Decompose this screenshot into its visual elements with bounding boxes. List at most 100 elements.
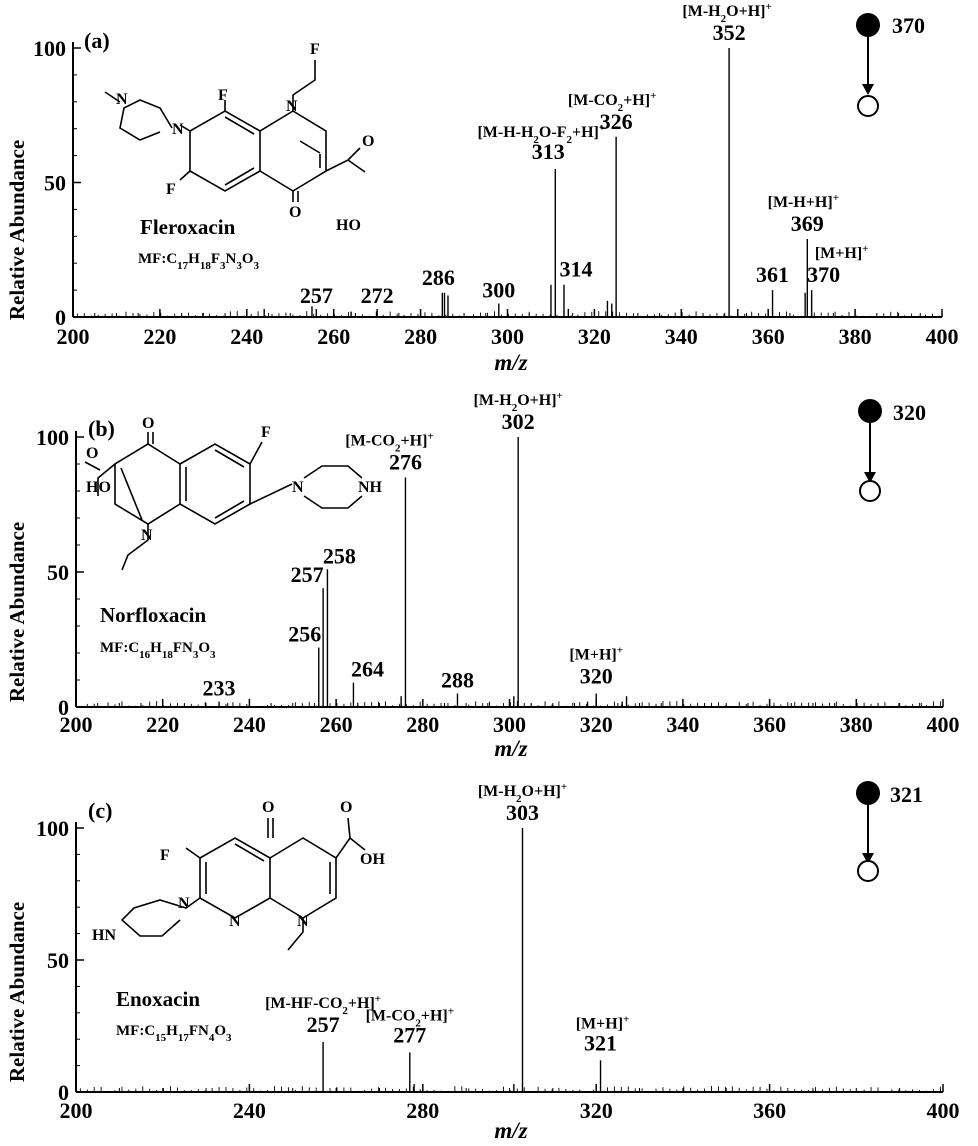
- product-open-circle-icon: [857, 95, 879, 117]
- x-tick-label: 300: [491, 324, 524, 349]
- y-axis-label: Relative Abundance: [5, 902, 29, 1082]
- compound-name: Fleroxacin: [140, 215, 236, 239]
- molecular-formula: MF:C17H18F3N3O3: [138, 251, 260, 272]
- precursor-scheme: 321: [856, 781, 923, 882]
- svg-text:HO: HO: [336, 217, 361, 234]
- peak-label: 256: [288, 622, 321, 647]
- down-arrow-icon: [864, 472, 876, 483]
- precursor-filled-circle-icon: [858, 399, 882, 423]
- svg-text:N: N: [141, 527, 153, 544]
- peak-label: 257: [307, 1012, 340, 1037]
- y-tick-label: 50: [47, 948, 69, 973]
- peak-label: 320: [580, 664, 613, 689]
- svg-text:O: O: [86, 445, 98, 462]
- ion-label: [M-CO2+H]+: [345, 431, 433, 455]
- enoxacin-structure: F O O OH N N N HN: [92, 799, 385, 951]
- ion-label: [M-H-H2O-F2+H]+: [477, 122, 605, 146]
- svg-text:N: N: [172, 121, 184, 138]
- ion-label: [M-H+H]+: [768, 192, 839, 211]
- svg-text:O: O: [362, 133, 374, 150]
- precursor-filled-circle-icon: [856, 13, 880, 37]
- precursor-mz: 320: [893, 400, 926, 425]
- svg-text:F: F: [160, 847, 170, 864]
- y-tick-label: 0: [58, 1080, 69, 1105]
- y-tick-label: 50: [44, 171, 66, 196]
- x-tick-label: 360: [753, 1098, 786, 1123]
- peaks: [79, 437, 941, 707]
- x-tick-label: 400: [927, 712, 960, 737]
- y-axis-label: Relative Abundance: [5, 140, 29, 320]
- peak-label: 257: [300, 283, 333, 308]
- x-tick-label: 320: [580, 1098, 613, 1123]
- svg-text:F: F: [261, 424, 271, 441]
- peak-label: 257: [291, 562, 324, 587]
- svg-text:N: N: [178, 895, 190, 912]
- x-tick-label: 280: [406, 1098, 439, 1123]
- ion-label: [M-CO2+H]+: [366, 1005, 454, 1029]
- y-tick-label: 0: [58, 695, 69, 720]
- y-tick-label: 50: [47, 560, 69, 585]
- peaks: [79, 828, 941, 1092]
- fleroxacin-structure: F F N N N F O O HO: [104, 41, 374, 234]
- down-arrow-icon: [862, 853, 874, 864]
- x-tick-label: 340: [665, 324, 698, 349]
- y-tick-label: 100: [33, 36, 66, 61]
- x-tick-label: 220: [146, 712, 179, 737]
- panel-label: (c): [88, 798, 112, 823]
- x-tick-label: 260: [317, 324, 350, 349]
- x-axis-label: m/z: [494, 736, 527, 761]
- svg-text:N: N: [292, 479, 304, 496]
- svg-text:F: F: [218, 87, 228, 104]
- x-tick-label: 220: [143, 324, 176, 349]
- x-tick-label: 340: [666, 712, 699, 737]
- peak-label: 276: [389, 450, 422, 475]
- product-open-circle-icon: [859, 480, 881, 502]
- svg-text:N: N: [116, 91, 128, 108]
- x-tick-label: 360: [752, 324, 785, 349]
- peak-label: 277: [393, 1022, 426, 1047]
- x-tick-label: 400: [926, 324, 959, 349]
- y-axis-label: Relative Abundance: [5, 522, 29, 702]
- ion-label: [M-H2O+H]+: [478, 781, 567, 805]
- svg-text:F: F: [166, 181, 176, 198]
- svg-text:O: O: [340, 799, 352, 816]
- x-tick-label: 280: [406, 712, 439, 737]
- ion-label: [M-HF-CO2+H]+: [265, 993, 381, 1017]
- down-arrow-icon: [862, 84, 874, 95]
- svg-text:F: F: [310, 41, 320, 58]
- panel-label: (b): [88, 416, 115, 441]
- peak-label: 303: [506, 800, 539, 825]
- peak-label: 272: [361, 283, 394, 308]
- svg-text:N: N: [297, 913, 309, 930]
- peak-label: 233: [203, 676, 236, 701]
- peak-label: 361: [756, 262, 789, 287]
- x-axis-label: m/z: [494, 1118, 527, 1143]
- peak-label: 313: [532, 139, 565, 164]
- peak-label: 264: [351, 657, 384, 682]
- x-tick-label: 380: [839, 324, 872, 349]
- peak-label: 288: [441, 668, 474, 693]
- peaks: [76, 48, 940, 317]
- precursor-scheme: 370: [856, 13, 925, 117]
- molecular-formula: MF:C16H18FN3O3: [100, 640, 216, 661]
- svg-text:O: O: [142, 415, 154, 432]
- x-tick-label: 380: [840, 712, 873, 737]
- x-tick-label: 320: [580, 712, 613, 737]
- ion-label: [M+H]+: [576, 1013, 630, 1032]
- precursor-mz: 321: [890, 782, 923, 807]
- svg-text:OH: OH: [360, 851, 385, 868]
- peak-label: 258: [323, 543, 356, 568]
- molecular-formula: MF:C15H17FN4O3: [116, 1023, 232, 1044]
- ion-label: [M-CO2+H]+: [568, 90, 656, 114]
- precursor-filled-circle-icon: [856, 781, 880, 805]
- x-tick-label: 200: [57, 324, 90, 349]
- norfloxacin-structure: F O HO O N N NH: [84, 415, 383, 571]
- x-tick-label: 400: [927, 1098, 960, 1123]
- svg-text:O: O: [289, 204, 301, 221]
